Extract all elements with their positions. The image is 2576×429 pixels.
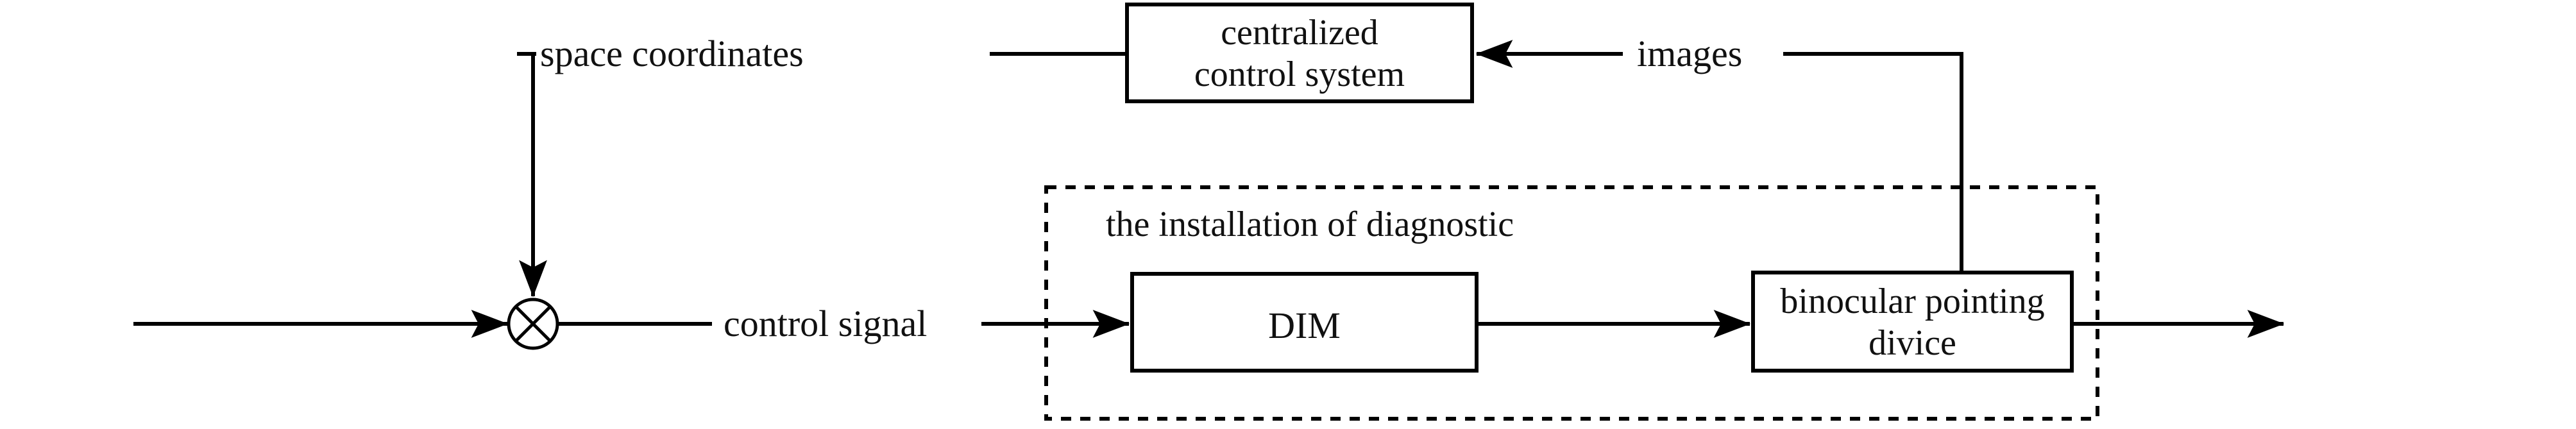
centralized-control-system-label-line1: centralized bbox=[1221, 13, 1378, 53]
label-images: images bbox=[1637, 33, 1743, 74]
diagnostic-installation-boundary bbox=[1044, 185, 2099, 421]
binocular-pointing-device-box bbox=[1751, 271, 2074, 373]
diagnostic-installation-label: the installation of diagnostic bbox=[1106, 205, 1514, 244]
centralized-control-system-label-line2: control system bbox=[1194, 54, 1405, 94]
binocular-pointing-device-label: binocular pointing divice bbox=[1753, 281, 2072, 364]
dim-label-line1: DIM bbox=[1268, 305, 1341, 346]
binocular-pointing-device-label-line2: divice bbox=[1868, 323, 1956, 363]
dim-label: DIM bbox=[1132, 304, 1477, 347]
centralized-control-system-label: centralized control system bbox=[1127, 12, 1472, 96]
summing-junction-cross-b bbox=[514, 305, 552, 342]
dim-box bbox=[1130, 272, 1479, 373]
label-control-signal: control signal bbox=[724, 303, 928, 344]
binocular-pointing-device-label-line1: binocular pointing bbox=[1780, 282, 2045, 321]
centralized-control-system-box bbox=[1125, 3, 1474, 103]
label-space-coordinates: space coordinates bbox=[540, 33, 804, 74]
edge-space-coordinates-down bbox=[517, 52, 547, 298]
edge-bpd-images-feedback bbox=[1783, 52, 1963, 273]
